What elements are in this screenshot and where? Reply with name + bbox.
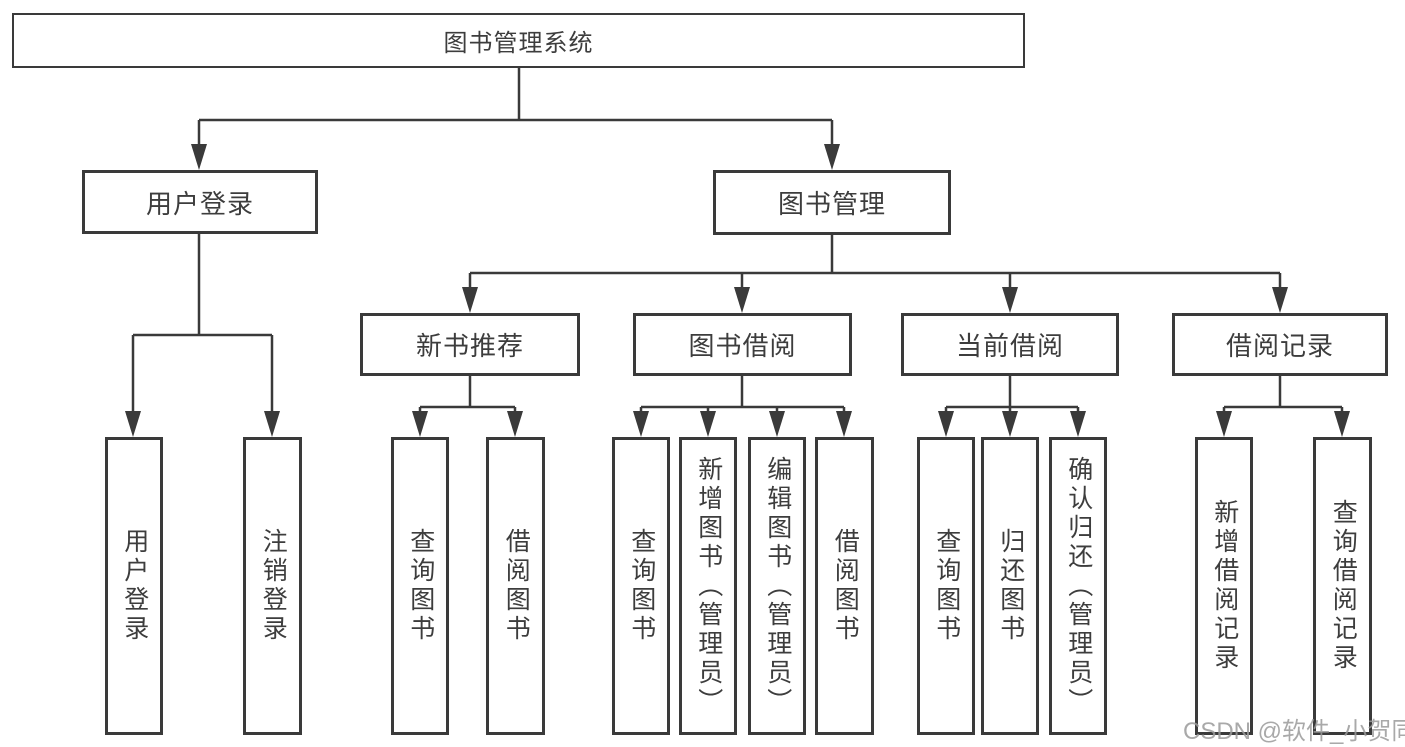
leaf-label: 借阅图书: [831, 528, 860, 644]
node-label: 当前借阅: [955, 331, 1064, 361]
leaf-query-borrow-record: 查询借阅记录: [1313, 437, 1372, 735]
node-new-book-recommend: 新书推荐: [360, 313, 580, 376]
leaf-label: 新增图书（管理员）: [694, 455, 723, 717]
node-label: 新书推荐: [415, 331, 524, 361]
node-label: 图书管理系统: [443, 30, 594, 57]
leaf-label: 查询图书: [627, 528, 656, 644]
leaf-label: 归还图书: [996, 528, 1025, 644]
node-label: 用户登录: [145, 188, 254, 219]
leaf-label: 注销登录: [259, 528, 288, 644]
node-user-login-branch: 用户登录: [82, 170, 318, 234]
leaf-label: 编辑图书（管理员）: [763, 455, 792, 717]
node-book-management-branch: 图书管理: [713, 170, 951, 235]
leaf-label: 查询图书: [932, 528, 961, 644]
leaf-edit-book-admin: 编辑图书（管理员）: [748, 437, 806, 735]
leaf-confirm-return-admin: 确认归还（管理员）: [1049, 437, 1107, 735]
leaf-add-borrow-record: 新增借阅记录: [1195, 437, 1253, 735]
leaf-user-login: 用户登录: [105, 437, 163, 735]
node-book-borrowing: 图书借阅: [633, 313, 852, 376]
leaf-label: 查询图书: [406, 528, 435, 644]
leaf-borrow-books-borrowing: 借阅图书: [815, 437, 874, 735]
node-current-borrowing: 当前借阅: [901, 313, 1119, 376]
node-label: 借阅记录: [1225, 331, 1334, 361]
leaf-query-books-current: 查询图书: [917, 437, 975, 735]
node-label: 图书借阅: [688, 331, 797, 361]
leaf-return-book: 归还图书: [981, 437, 1039, 735]
leaf-logout: 注销登录: [243, 437, 302, 735]
arrowheads: [125, 144, 1350, 437]
watermark: CSDN @软件_小贺同学: [1183, 718, 1405, 745]
leaf-borrow-books-recommend: 借阅图书: [486, 437, 545, 735]
node-borrowing-records: 借阅记录: [1172, 313, 1388, 376]
leaf-label: 新增借阅记录: [1210, 499, 1239, 673]
leaf-query-books-recommend: 查询图书: [391, 437, 449, 735]
leaf-label: 借阅图书: [502, 528, 531, 644]
leaf-label: 确认归还（管理员）: [1064, 455, 1093, 717]
node-label: 图书管理: [777, 189, 886, 219]
leaf-label: 查询借阅记录: [1329, 499, 1358, 673]
leaf-label: 用户登录: [120, 528, 149, 644]
node-library-system-root: 图书管理系统: [12, 13, 1025, 68]
leaf-add-book-admin: 新增图书（管理员）: [679, 437, 737, 735]
leaf-query-books-borrowing: 查询图书: [612, 437, 670, 735]
